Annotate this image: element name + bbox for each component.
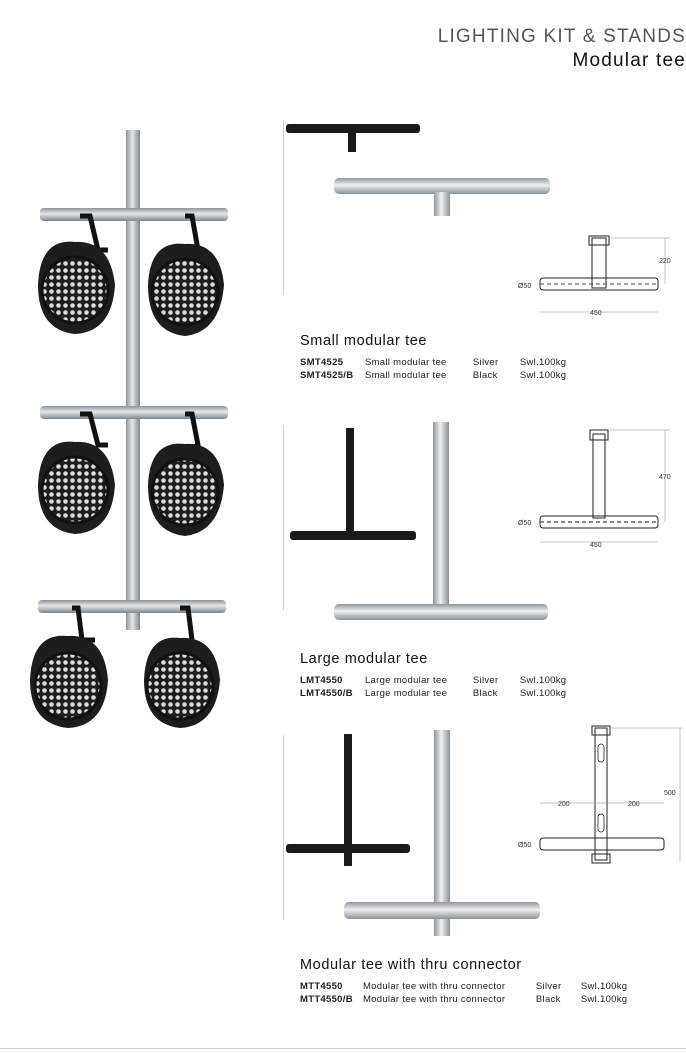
- product-description: Small modular tee: [364, 370, 447, 381]
- dim-width: 450: [590, 542, 602, 549]
- product-color: Silver: [472, 357, 499, 368]
- section-title: Small modular tee: [300, 333, 428, 349]
- product-description: Large modular tee: [364, 675, 448, 686]
- dim-diameter: Ø50: [518, 520, 531, 527]
- par-light: [38, 441, 115, 534]
- par-light: [38, 241, 115, 334]
- silver-tee-stem: [433, 422, 449, 612]
- light-tier-1: [38, 208, 228, 336]
- black-tee-stem: [348, 130, 356, 152]
- silver-tee-bar: [344, 902, 540, 919]
- product-color: Black: [472, 370, 498, 381]
- product-swl: Swl.100kg: [580, 994, 628, 1005]
- black-tee-stem: [344, 734, 352, 866]
- silver-tee-bar: [334, 604, 548, 620]
- section-title: Modular tee with thru connector: [300, 957, 522, 973]
- vertical-pole: [126, 130, 140, 630]
- spec-row: MTT4550/B Modular tee with thru connecto…: [300, 994, 627, 1005]
- par-light: [30, 635, 108, 728]
- dim-diameter: Ø50: [518, 283, 531, 290]
- section-divider: [283, 120, 284, 295]
- product-swl: Swl.100kg: [519, 675, 567, 686]
- page-bottom-rule: [0, 1048, 686, 1049]
- section-divider: [283, 425, 284, 610]
- section-title: Large modular tee: [300, 651, 428, 667]
- product-color: Silver: [535, 981, 562, 992]
- product-code: LMT4550/B: [300, 688, 353, 699]
- product-description: Small modular tee: [364, 357, 447, 368]
- product-description: Large modular tee: [364, 688, 448, 699]
- spec-row: SMT4525 Small modular tee Silver Swl.100…: [300, 357, 566, 368]
- light-tier-2: [38, 406, 228, 536]
- thru-tee-drawing: 500 Ø50 200 200: [518, 725, 682, 864]
- product-code: MTT4550: [300, 981, 343, 992]
- black-tee-bar: [286, 844, 410, 853]
- small-tee-photo: [286, 124, 550, 216]
- silver-tee-stem: [434, 730, 450, 936]
- spec-row: LMT4550/B Large modular tee Black Swl.10…: [300, 688, 566, 699]
- dim-width: 450: [590, 310, 602, 317]
- large-tee-photo: [290, 422, 548, 620]
- black-tee-bar: [290, 531, 416, 540]
- dim-height: 220: [659, 258, 671, 265]
- product-description: Modular tee with thru connector: [362, 981, 506, 992]
- product-swl: Swl.100kg: [519, 357, 567, 368]
- product-code: SMT4525/B: [300, 370, 354, 381]
- black-tee-stem: [346, 428, 354, 538]
- thru-tee-photo: [286, 730, 540, 936]
- product-code: SMT4525: [300, 357, 344, 368]
- dim-height: 470: [659, 474, 671, 481]
- product-color: Silver: [472, 675, 499, 686]
- product-code: MTT4550/B: [300, 994, 353, 1005]
- spec-row: LMT4550 Large modular tee Silver Swl.100…: [300, 675, 566, 686]
- catalog-category: LIGHTING KIT & STANDS: [437, 26, 686, 47]
- small-tee-drawing: 220 Ø50 450: [518, 235, 671, 317]
- product-description: Modular tee with thru connector: [362, 994, 506, 1005]
- spec-row: SMT4525/B Small modular tee Black Swl.10…: [300, 370, 566, 381]
- large-tee-drawing: 470 Ø50 450: [518, 429, 671, 549]
- dim-left: 200: [558, 801, 570, 808]
- dim-diameter: Ø50: [518, 842, 531, 849]
- par-light: [148, 443, 224, 536]
- product-swl: Swl.100kg: [580, 981, 628, 992]
- silver-tee-stem: [434, 192, 450, 216]
- product-swl: Swl.100kg: [519, 688, 567, 699]
- dim-height: 500: [664, 790, 676, 797]
- product-swl: Swl.100kg: [519, 370, 567, 381]
- black-tee-bar: [286, 124, 420, 133]
- dim-right: 200: [628, 801, 640, 808]
- lighting-stand-photo: [30, 130, 228, 728]
- page-title: Modular tee: [572, 50, 686, 71]
- product-color: Black: [472, 688, 498, 699]
- section-divider: [283, 735, 284, 920]
- product-color: Black: [535, 994, 561, 1005]
- par-light: [148, 243, 224, 336]
- product-code: LMT4550: [300, 675, 343, 686]
- silver-tee-bar: [334, 178, 550, 194]
- light-tier-3: [30, 600, 226, 728]
- par-light: [144, 637, 220, 728]
- spec-row: MTT4550 Modular tee with thru connector …: [300, 981, 627, 992]
